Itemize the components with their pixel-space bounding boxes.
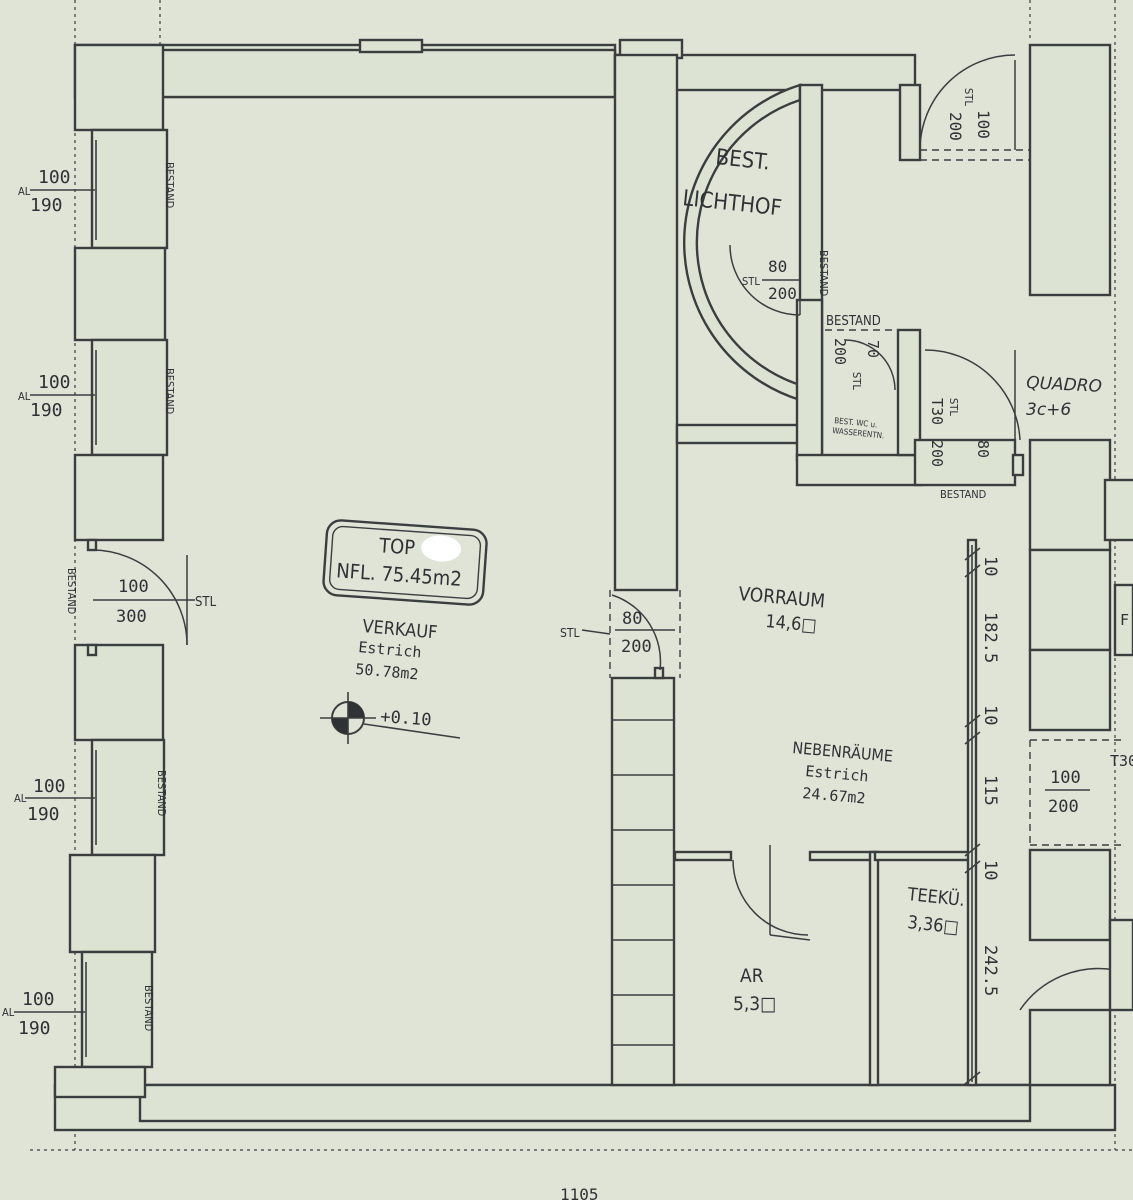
dim-242-5: 242.5 bbox=[980, 945, 1000, 996]
right-door-height: 200 bbox=[1048, 797, 1079, 817]
entrance-door-swing bbox=[91, 549, 188, 646]
vorraum-area: 14,6□ bbox=[765, 611, 818, 636]
stl-label: STL bbox=[195, 595, 217, 610]
al-label: AL bbox=[2, 1006, 15, 1019]
bestand-label: BESTAND bbox=[163, 162, 176, 209]
quadro-line1: QUADRO bbox=[1026, 373, 1103, 397]
stl-label: STL bbox=[560, 626, 579, 640]
vertical-dimensions: 10 182.5 10 115 10 242.5 bbox=[980, 556, 1000, 996]
partial-f: F bbox=[1120, 611, 1129, 629]
dim-10-mid: 10 bbox=[980, 705, 1000, 725]
teekue-area: 3,36□ bbox=[906, 912, 959, 938]
window-1-height: 190 bbox=[30, 195, 63, 216]
nebenraeume-area: 24.67m2 bbox=[802, 784, 867, 807]
lichthof-door-swing bbox=[729, 244, 801, 316]
central-wall bbox=[609, 53, 804, 1087]
lichthof-door-width: 80 bbox=[768, 257, 787, 276]
bestand-label: BESTAND bbox=[940, 488, 987, 501]
level-symbol bbox=[320, 692, 461, 744]
reference-lines bbox=[30, 0, 1133, 1151]
vorraum-name: VORRAUM bbox=[738, 583, 826, 612]
top-label-box: TOP NFL. 75.45m2 bbox=[322, 519, 488, 606]
stl-label: STL bbox=[850, 372, 863, 390]
vorraum-door-width: 80 bbox=[622, 609, 642, 629]
lichthof-curve bbox=[682, 83, 802, 402]
bestand-label: BESTAND bbox=[817, 250, 830, 297]
bestand-label: BESTAND bbox=[155, 770, 168, 817]
stl-label: STL bbox=[947, 398, 960, 416]
left-wall bbox=[53, 43, 195, 1099]
vorraum-door-swing bbox=[611, 594, 662, 671]
t30-door-width: 80 bbox=[974, 440, 992, 458]
window-4-width: 100 bbox=[22, 989, 55, 1010]
lichthof-door-height: 200 bbox=[768, 284, 797, 303]
top-label-nfl: NFL. 75.45m2 bbox=[335, 558, 462, 591]
entrance-door-height: 300 bbox=[116, 607, 147, 627]
bestand-labels: BESTAND BESTAND BESTAND BESTAND BESTAND … bbox=[65, 162, 987, 1032]
window-2-height: 190 bbox=[30, 400, 63, 421]
teekue-name: TEEKÜ. bbox=[905, 883, 965, 911]
dim-10-low: 10 bbox=[980, 860, 1000, 880]
ar-area: 5,3□ bbox=[733, 993, 776, 1015]
top-label-line1: TOP bbox=[377, 533, 416, 560]
vorraum-door-height: 200 bbox=[621, 637, 652, 657]
quadro-line2: 3c+6 bbox=[1026, 400, 1071, 420]
bestand-label: BESTAND bbox=[65, 568, 78, 615]
bestand-label: BESTAND bbox=[826, 314, 881, 329]
dimension-line-vertical bbox=[964, 545, 981, 1085]
room-labels: VERKAUF Estrich 50.78m2 +0.10 VORRAUM 14… bbox=[355, 145, 1103, 1015]
stl-label: STL bbox=[962, 88, 975, 106]
dim-10-top: 10 bbox=[980, 556, 1000, 576]
right-wall-upper bbox=[1028, 43, 1112, 297]
lower-right-door-swing bbox=[1019, 967, 1116, 1011]
right-door-width: 100 bbox=[1050, 768, 1081, 788]
t30-door-height: 200 bbox=[928, 440, 946, 467]
t30-label: T30 bbox=[928, 398, 946, 425]
bestand-label: BESTAND bbox=[142, 985, 155, 1032]
lichthof-line1: BEST. bbox=[714, 145, 771, 176]
verkauf-area: 50.78m2 bbox=[355, 660, 420, 683]
top-right-door-width: 100 bbox=[974, 110, 993, 139]
dim-115: 115 bbox=[980, 775, 1000, 806]
partial-t30: T30 bbox=[1110, 752, 1133, 770]
al-label: AL bbox=[18, 390, 31, 403]
nebenraeume-floor: Estrich bbox=[805, 762, 870, 785]
top-right-door-height: 200 bbox=[946, 112, 965, 141]
al-label: AL bbox=[18, 185, 31, 198]
window-2-width: 100 bbox=[38, 372, 71, 393]
verkauf-floor: Estrich bbox=[358, 638, 423, 661]
entrance-door-width: 100 bbox=[118, 577, 149, 597]
window-3-width: 100 bbox=[33, 776, 66, 797]
wc-door-width: 70 bbox=[864, 340, 882, 358]
lichthof bbox=[682, 83, 1017, 487]
wc-door-height: 200 bbox=[831, 338, 849, 365]
dim-182-5: 182.5 bbox=[980, 612, 1000, 663]
level-value: +0.10 bbox=[380, 707, 432, 731]
bestand-label: BESTAND bbox=[163, 368, 176, 415]
stl-label: STL bbox=[742, 275, 760, 288]
ar-name: AR bbox=[740, 965, 764, 987]
bottom-dimension: 1105 bbox=[560, 1185, 599, 1200]
t30-door bbox=[924, 349, 1025, 477]
top-right-door bbox=[919, 54, 1030, 161]
ar-door-swing bbox=[732, 859, 809, 936]
al-label: AL bbox=[14, 792, 27, 805]
window-4-height: 190 bbox=[18, 1018, 51, 1039]
window-dimensions: AL 100 190 AL 100 190 AL 100 190 AL 100 … bbox=[2, 167, 95, 1039]
window-3-height: 190 bbox=[27, 804, 60, 825]
door-dimensions: 100 300 STL STL 80 200 STL 80 200 STL 10… bbox=[116, 88, 1133, 817]
window-1-width: 100 bbox=[38, 167, 71, 188]
